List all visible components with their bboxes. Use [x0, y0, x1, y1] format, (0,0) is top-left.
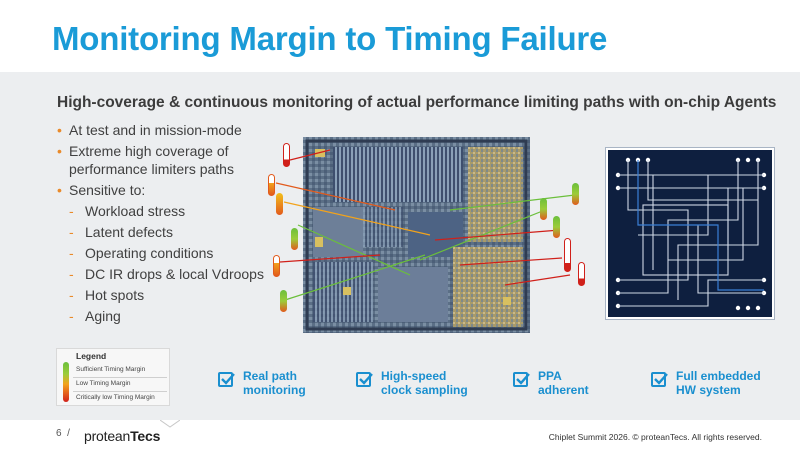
slide-title: Monitoring Margin to Timing Failure: [52, 20, 608, 57]
agent-thermometer-sufficient: [280, 290, 287, 312]
sub-bullet-item: -Workload stress: [69, 202, 186, 219]
sub-bullet-item: -Hot spots: [69, 286, 145, 303]
agent-thermometer-low: [276, 193, 283, 215]
copyright-text: Chiplet Summit 2026. © proteanTecs. All …: [548, 432, 762, 442]
sub-bullet-item: -Operating conditions: [69, 244, 214, 261]
agent-thermometer-sufficient: [291, 228, 298, 250]
bullet-item: •Extreme high coverage of performance li…: [57, 143, 234, 177]
agent-thermometer-critical: [564, 238, 571, 272]
feature-real-path-monitoring: Real path monitoring: [218, 369, 306, 397]
sub-bullet-item: -Aging: [69, 307, 121, 324]
checkbox-checked-icon: [513, 372, 530, 387]
footer-notch-decoration: [160, 420, 180, 428]
bullet-item: •At test and in mission-mode: [57, 122, 242, 138]
agent-thermometer-sufficient: [553, 216, 560, 238]
sub-bullet-item: -DC IR drops & local Vdroops: [69, 265, 264, 282]
legend-item-low: Low Timing Margin: [76, 380, 131, 387]
agent-thermometer-sufficient: [540, 198, 547, 220]
agent-thermometer-low: [273, 255, 280, 277]
checkbox-checked-icon: [356, 372, 373, 387]
legend-title: Legend: [76, 351, 107, 361]
page-indicator: 6 /: [56, 428, 70, 439]
agent-thermometer-critical: [578, 262, 585, 286]
legend-item-sufficient: Sufficient Timing Margin: [76, 366, 146, 373]
legend-divider: [73, 377, 167, 378]
bullet-item: •Sensitive to:: [57, 181, 146, 198]
checkbox-checked-icon: [218, 372, 235, 387]
timing-margin-legend: Legend Sufficient Timing Margin Low Timi…: [56, 348, 170, 406]
agent-thermometer-sufficient: [572, 183, 579, 205]
package-routing-diagram: [605, 147, 775, 320]
legend-item-critical: Critically low Timing Margin: [76, 394, 155, 401]
sub-bullet-item: -Latent defects: [69, 223, 173, 240]
feature-ppa-adherent: PPA adherent: [513, 369, 589, 397]
checkbox-checked-icon: [651, 372, 668, 387]
legend-gradient-bar: [63, 362, 69, 402]
agent-thermometer-low: [268, 174, 275, 196]
feature-full-embedded-hw-system: Full embedded HW system: [651, 369, 761, 397]
feature-high-speed-clock-sampling: High-speed clock sampling: [356, 369, 468, 397]
legend-divider: [73, 391, 167, 392]
bullet-list: •At test and in mission-mode •Extreme hi…: [57, 122, 287, 329]
chip-die-image: [303, 137, 530, 333]
agent-thermometer-critical: [283, 143, 290, 167]
slide-subtitle: High-coverage & continuous monitoring of…: [57, 94, 777, 111]
brand-logo: proteanTecs: [84, 428, 161, 444]
